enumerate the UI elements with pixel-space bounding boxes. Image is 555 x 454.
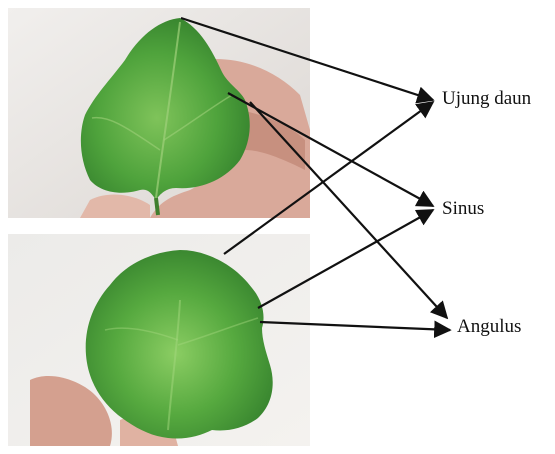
bottom-leaf-photo [8, 234, 310, 446]
label-ujung-daun: Ujung daun [442, 89, 531, 108]
label-sinus: Sinus [442, 199, 484, 218]
label-angulus: Angulus [457, 317, 521, 336]
